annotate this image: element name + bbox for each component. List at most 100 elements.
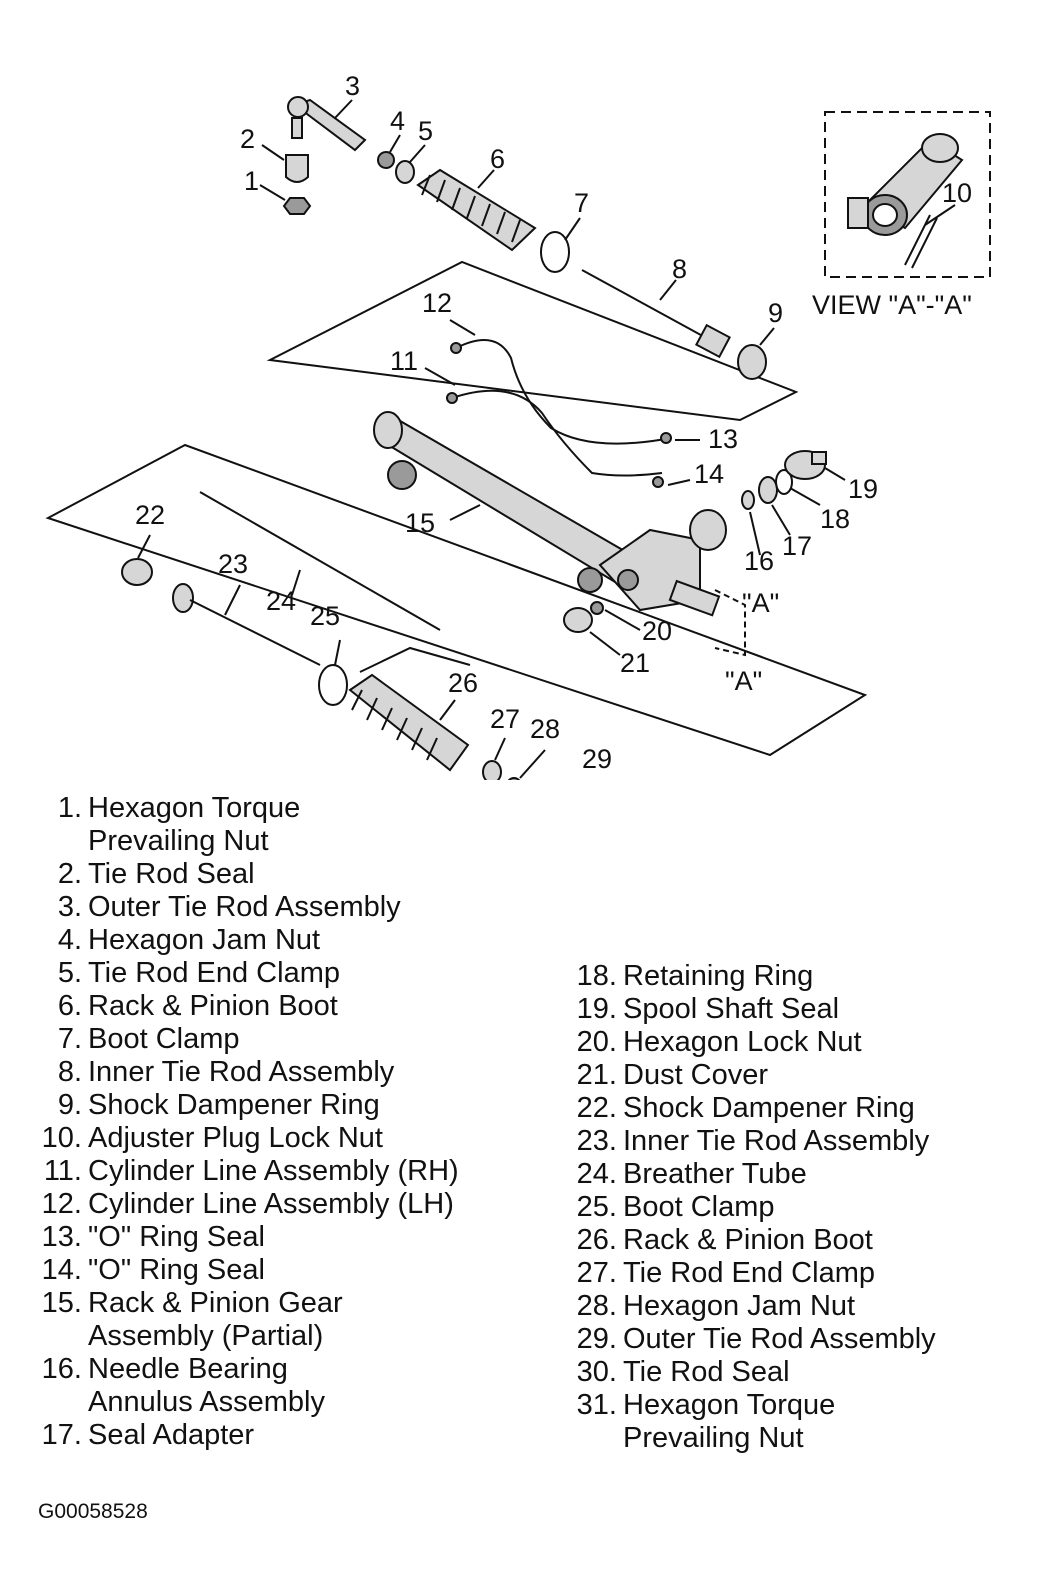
callout-6: 6 (490, 144, 505, 174)
spool-shaft-seal (784, 450, 827, 480)
legend-item: 9.Shock Dampener Ring (30, 1089, 459, 1122)
view-label: VIEW "A"-"A" (812, 290, 972, 320)
figure-id: G00058528 (38, 1500, 148, 1523)
legend-label: Breather Tube (623, 1158, 807, 1190)
legend-item: 25.Boot Clamp (565, 1191, 936, 1224)
legend-label: Tie Rod End Clamp (88, 957, 340, 989)
outer-tie-rod-top (282, 96, 367, 215)
legend-item: 27.Tie Rod End Clamp (565, 1257, 936, 1290)
legend-label: Inner Tie Rod Assembly (623, 1125, 930, 1157)
legend-item: 30.Tie Rod Seal (565, 1356, 936, 1389)
legend-item: 17.Seal Adapter (30, 1419, 459, 1452)
legend-number: 8. (57, 1056, 82, 1088)
callout-16: 16 (744, 546, 774, 576)
callout-9: 9 (768, 298, 783, 328)
callout-15: 15 (405, 508, 435, 538)
legend-label: Shock Dampener Ring (623, 1092, 915, 1124)
legend-item: 23.Inner Tie Rod Assembly (565, 1125, 936, 1158)
legend-label: Seal Adapter (88, 1419, 255, 1451)
legend-number: 2. (57, 858, 82, 890)
legend-item: 5.Tie Rod End Clamp (30, 957, 459, 990)
legend-number: 9. (57, 1089, 82, 1121)
legend-item: 20.Hexagon Lock Nut (565, 1026, 936, 1059)
legend-label: Spool Shaft Seal (623, 993, 840, 1025)
legend-label: Tie Rod Seal (623, 1356, 790, 1388)
callout-21: 21 (620, 648, 650, 678)
legend-number: 11. (43, 1155, 82, 1187)
legend-item: 26.Rack & Pinion Boot (565, 1224, 936, 1257)
legend-item: 21.Dust Cover (565, 1059, 936, 1092)
legend-label: Hexagon Torque (623, 1389, 836, 1421)
callout-8: 8 (672, 254, 687, 284)
legend-label: "O" Ring Seal (88, 1221, 265, 1253)
callout-23: 23 (218, 549, 248, 579)
legend-number: 15. (41, 1287, 82, 1319)
legend-number: 7. (57, 1023, 82, 1055)
legend-number: 1. (57, 792, 82, 824)
legend-label: Rack & Pinion Gear (88, 1287, 343, 1319)
legend-number: 6. (57, 990, 82, 1022)
legend-number: 20. (576, 1026, 617, 1058)
inner-tie-rod-bottom (172, 583, 321, 666)
callout-17: 17 (782, 531, 812, 561)
o-ring-14 (652, 476, 664, 488)
legend-item: 6.Rack & Pinion Boot (30, 990, 459, 1023)
legend-number: 4. (57, 924, 82, 956)
legend-item: 14."O" Ring Seal (30, 1254, 459, 1287)
legend-label: "O" Ring Seal (88, 1254, 265, 1286)
legend-number: 14. (41, 1254, 82, 1286)
legend-number: 27. (576, 1257, 617, 1289)
view-a-pinion-housing (847, 133, 964, 269)
legend-number: 31. (576, 1389, 617, 1421)
breather-tube (199, 491, 441, 631)
cylinder-line-lh (455, 339, 672, 445)
callout-14: 14 (694, 459, 724, 489)
retaining-ring (775, 469, 793, 495)
legend-label-continued: Prevailing Nut (88, 825, 269, 857)
legend-label: Dust Cover (623, 1059, 769, 1091)
callout-5: 5 (418, 116, 433, 146)
legend-label: Retaining Ring (623, 960, 814, 992)
legend-number: 5. (57, 957, 82, 989)
line-fitting (450, 342, 462, 354)
legend-label-continued: Assembly (Partial) (88, 1320, 324, 1352)
needle-bearing (741, 490, 755, 510)
legend-label: Boot Clamp (88, 1023, 240, 1055)
legend-number: 13. (41, 1221, 82, 1253)
legend-label: Hexagon Jam Nut (623, 1290, 856, 1322)
legend-number: 29. (576, 1323, 617, 1355)
callout-11: 11 (390, 346, 418, 376)
callout-7: 7 (574, 188, 589, 218)
callout-24: 24 (266, 586, 296, 616)
legend-number: 19. (576, 993, 617, 1025)
callout-20: 20 (642, 616, 672, 646)
callout-12: 12 (422, 288, 452, 318)
rack-pinion-boot-bottom (348, 673, 470, 772)
callout-4: 4 (390, 106, 405, 136)
shock-ring-bottom (121, 558, 153, 586)
legend-item: 3.Outer Tie Rod Assembly (30, 891, 459, 924)
legend-item: 31.Hexagon Torque (565, 1389, 936, 1422)
rack-pinion-gear-assembly (373, 411, 727, 617)
legend-number: 22. (576, 1092, 617, 1124)
legend-item: 28.Hexagon Jam Nut (565, 1290, 936, 1323)
jam-nut-top (377, 151, 395, 169)
legend-number: 24. (576, 1158, 617, 1190)
tie-rod-clamp-top (395, 160, 415, 184)
callout-18: 18 (820, 504, 850, 534)
legend-item: 10.Adjuster Plug Lock Nut (30, 1122, 459, 1155)
legend-label-continued: Annulus Assembly (88, 1386, 325, 1418)
legend-item: 11.Cylinder Line Assembly (RH) (30, 1155, 459, 1188)
legend-label: Rack & Pinion Boot (623, 1224, 873, 1256)
legend-label-continued: Prevailing Nut (623, 1422, 804, 1454)
legend-item: 22.Shock Dampener Ring (565, 1092, 936, 1125)
dust-cover (563, 607, 593, 633)
legend-number: 17. (41, 1419, 82, 1451)
upper-group-frame (266, 260, 799, 422)
legend-label: Shock Dampener Ring (88, 1089, 380, 1121)
legend-label: Hexagon Jam Nut (88, 924, 321, 956)
callout-3: 3 (345, 71, 360, 101)
callout-19: 19 (848, 474, 878, 504)
